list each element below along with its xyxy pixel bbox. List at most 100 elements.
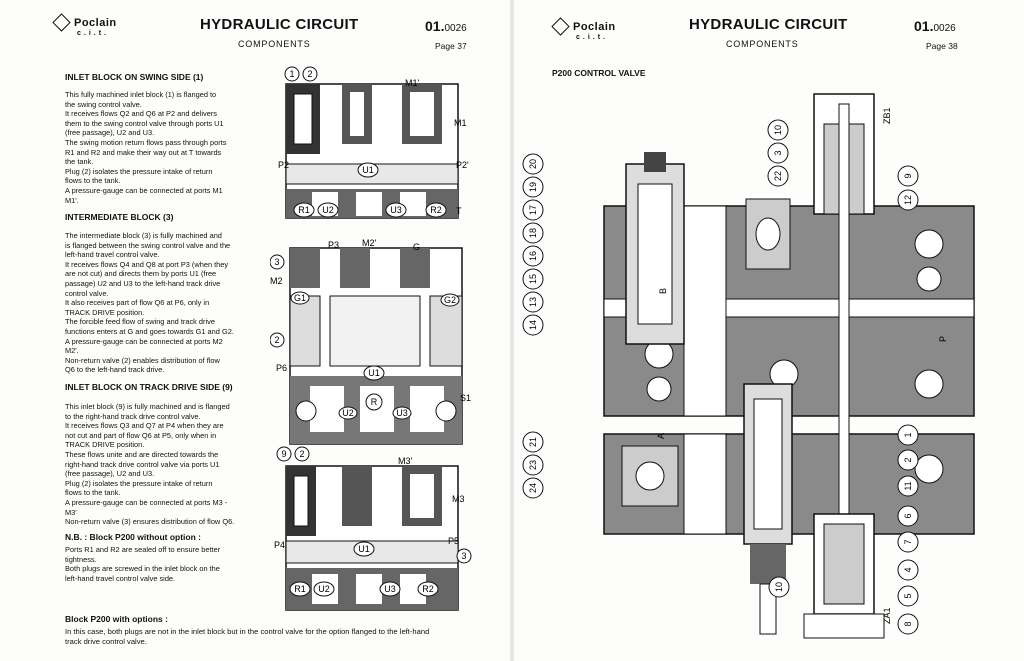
label-g: G <box>413 242 420 252</box>
label-p4: P4 <box>274 540 285 550</box>
inlet-block-swing-diagram: 1 2 M1' M1 P2 P2' U1 R1 U2 U3 R2 T <box>278 66 469 219</box>
port-u1-intermediate: U1 <box>368 368 380 378</box>
callout-12: 12 <box>903 195 913 205</box>
options-text: In this case, both plugs are not in the … <box>65 627 430 646</box>
port-u2-intermediate: U2 <box>342 408 354 418</box>
label-b: B <box>658 288 668 294</box>
label-za1: ZA1 <box>882 607 892 624</box>
page-number-right: Page 38 <box>926 41 958 51</box>
callout-2: 2 <box>903 457 913 462</box>
control-valve-heading: P200 CONTROL VALVE <box>552 68 646 78</box>
port-u1: U1 <box>362 165 374 175</box>
callout-8: 8 <box>903 621 913 626</box>
section-heading-inlet-swing: INLET BLOCK ON SWING SIDE (1) <box>65 72 204 82</box>
left-page: Poclain c.i.t. HYDRAULIC CIRCUIT COMPONE… <box>0 0 510 661</box>
logo-diamond-icon-right <box>551 17 570 36</box>
callout-1: 1 <box>289 69 294 79</box>
port-r1-track: R1 <box>294 584 306 594</box>
section-heading-intermediate: INTERMEDIATE BLOCK (3) <box>65 212 174 222</box>
label-s1: S1 <box>460 393 471 403</box>
right-page: Poclain c.i.t. HYDRAULIC CIRCUIT COMPONE… <box>514 0 1024 661</box>
left-callouts: 20 19 17 18 16 15 13 14 <box>522 153 544 336</box>
label-a: A <box>656 433 666 439</box>
callout-22: 22 <box>773 171 783 181</box>
port-u3-track: U3 <box>384 584 396 594</box>
section-text-intermediate: The intermediate block (3) is fully mach… <box>65 231 234 375</box>
callout-17: 17 <box>528 205 538 215</box>
bottom-callout: 10 <box>768 576 790 598</box>
port-u2-track: U2 <box>318 584 330 594</box>
callout-20: 20 <box>528 159 538 169</box>
doc-number: 01.0026 <box>425 18 467 34</box>
label-p6: P6 <box>276 363 287 373</box>
callout-4: 4 <box>903 567 913 572</box>
label-m2-prime: M2' <box>362 238 377 248</box>
logo-diamond-icon <box>52 13 71 32</box>
callout-18: 18 <box>528 228 538 238</box>
callout-2-track: 2 <box>299 449 304 459</box>
port-u1-track: U1 <box>358 544 370 554</box>
label-m3: M3 <box>452 494 465 504</box>
section-heading-inlet-track: INLET BLOCK ON TRACK DRIVE SIDE (9) <box>65 382 233 392</box>
doc-number-right: 01.0026 <box>914 18 956 34</box>
page-subtitle: COMPONENTS <box>238 39 311 49</box>
label-p2-prime: P2' <box>456 160 469 170</box>
callout-9: 9 <box>281 449 286 459</box>
callout-16: 16 <box>528 251 538 261</box>
inlet-block-track-diagram: 9 2 M3' M3 P4 P5 3 U1 R1 U2 U3 R2 <box>274 446 472 611</box>
right-callouts: 9 12 1 2 11 6 7 4 5 8 <box>897 165 919 635</box>
callout-14: 14 <box>528 320 538 330</box>
nb-text: Ports R1 and R2 are sealed off to ensure… <box>65 545 221 583</box>
label-p: P <box>938 336 948 342</box>
label-m1: M1 <box>454 118 467 128</box>
callout-5: 5 <box>903 593 913 598</box>
callout-1: 1 <box>903 432 913 437</box>
label-m1-prime: M1' <box>405 78 420 88</box>
intermediate-block-diagram: P3 M2' G 3 M2 G1 G2 2 P6 U1 R S1 U2 U3 <box>270 238 471 445</box>
callout-24: 24 <box>528 483 538 493</box>
lower-left-callouts: 21 23 24 <box>522 431 544 499</box>
callout-10-bottom: 10 <box>774 582 784 592</box>
poclain-logo-right: Poclain c.i.t. <box>551 17 616 41</box>
callout-3-track: 3 <box>461 551 466 561</box>
nb-heading: N.B. : Block P200 without option : <box>65 532 201 542</box>
page-number: Page 37 <box>435 41 467 51</box>
callout-2: 2 <box>307 69 312 79</box>
callout-10-top: 10 <box>773 125 783 135</box>
port-r2-track: R2 <box>422 584 434 594</box>
port-r2: R2 <box>430 205 442 215</box>
page-subtitle-right: COMPONENTS <box>726 39 799 49</box>
label-p3: P3 <box>328 240 339 250</box>
callout-19: 19 <box>528 182 538 192</box>
callout-6: 6 <box>903 513 913 518</box>
section-text-inlet-track: This inlet block (9) is fully machined a… <box>65 402 235 527</box>
callout-21: 21 <box>528 437 538 447</box>
port-g2: G2 <box>444 295 456 305</box>
options-heading: Block P200 with options : <box>65 614 168 624</box>
port-r1: R1 <box>298 205 310 215</box>
callout-3: 3 <box>274 257 279 267</box>
port-g1: G1 <box>294 293 306 303</box>
port-u2: U2 <box>322 205 334 215</box>
poclain-logo: Poclain c.i.t. <box>52 13 117 37</box>
port-u3-intermediate: U3 <box>396 408 408 418</box>
page-title: HYDRAULIC CIRCUIT <box>200 16 359 33</box>
callout-15: 15 <box>528 274 538 284</box>
page-title-right: HYDRAULIC CIRCUIT <box>689 16 848 33</box>
label-m3-prime: M3' <box>398 456 413 466</box>
label-p2: P2 <box>278 160 289 170</box>
top-callouts: 10 3 22 <box>767 119 789 187</box>
port-r: R <box>371 397 378 407</box>
page-gutter <box>510 0 514 661</box>
callout-2-intermediate: 2 <box>274 335 279 345</box>
callout-3-top: 3 <box>773 150 783 155</box>
label-zb1: ZB1 <box>882 107 892 124</box>
callout-9: 9 <box>903 173 913 178</box>
section-text-inlet-swing: This fully machined inlet block (1) is f… <box>65 90 227 205</box>
label-m2: M2 <box>270 276 283 286</box>
port-u3: U3 <box>390 205 402 215</box>
callout-11: 11 <box>903 481 913 490</box>
label-t: T <box>456 206 462 216</box>
callout-7: 7 <box>903 539 913 544</box>
label-p5: P5 <box>448 536 459 546</box>
